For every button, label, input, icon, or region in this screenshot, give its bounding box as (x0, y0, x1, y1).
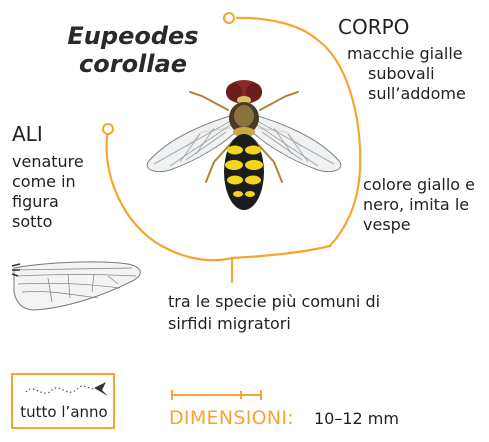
size-scale-icon (171, 390, 262, 400)
ali-line-2: come in (12, 172, 76, 191)
ali-line-3: figura (12, 192, 59, 211)
ali-line-4: sotto (12, 212, 53, 231)
species-name: Eupeodes corollae (48, 22, 218, 78)
wing-venation-illustration (11, 261, 141, 311)
colore-line-1: colore giallo e (363, 175, 475, 194)
corpo-line-3: sull’addome (368, 84, 466, 103)
dimensions-label: DIMENSIONI: (169, 407, 294, 429)
species-epithet: corollae (79, 50, 187, 78)
species-genus: Eupeodes (67, 22, 199, 50)
lower-arc (230, 244, 332, 260)
colore-arc (313, 36, 362, 248)
note-arc (105, 127, 234, 262)
corpo-heading: CORPO (338, 15, 410, 39)
corpo-line-2: subovali (368, 64, 435, 83)
note-line-1: tra le specie più comuni di (168, 292, 381, 311)
ali-marker (102, 123, 114, 135)
flight-path-icon (25, 382, 108, 396)
corpo-line-1: macchie gialle (347, 44, 463, 63)
colore-line-3: vespe (363, 215, 411, 234)
dimensions-value: 10–12 mm (314, 409, 399, 428)
fly-illustration (146, 80, 342, 210)
season-label: tutto l’anno (20, 403, 108, 421)
colore-line-2: nero, imita le (363, 195, 470, 214)
ali-line-1: venature (12, 152, 84, 171)
note-line-2: sirfidi migratori (168, 314, 291, 333)
corpo-arc (235, 16, 317, 40)
corpo-marker (223, 12, 235, 24)
season-box (11, 373, 115, 429)
ali-heading: ALI (12, 122, 43, 146)
